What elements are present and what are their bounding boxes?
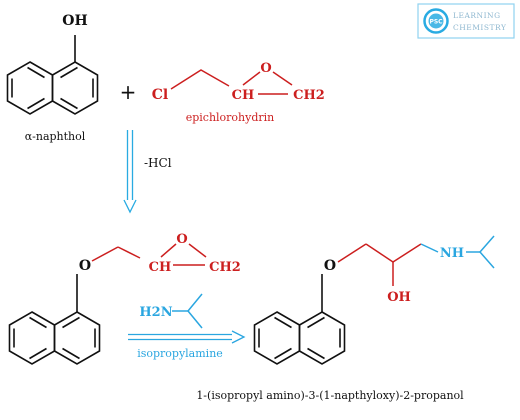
intermediate-naphthalene-rings — [8, 311, 101, 365]
epoxide-bond-right — [272, 71, 293, 86]
learning-chemistry-logo: PSC Learning Chemistry — [417, 3, 515, 39]
logo-circle-icon — [423, 8, 449, 34]
logo-line2: Chemistry — [453, 23, 507, 32]
product-ether-oxygen: O — [324, 258, 336, 274]
hcl-byproduct-label: -HCl — [144, 156, 172, 170]
alpha-naphthol-structure: OH — [6, 13, 99, 115]
logo-badge: PSC — [429, 19, 443, 26]
isopropylamine-structure — [172, 293, 203, 329]
product-structure — [253, 235, 495, 365]
step2-arrow — [128, 330, 246, 344]
product-hydroxyl-label: OH — [387, 290, 411, 305]
alpha-naphthol-name: α-naphthol — [25, 130, 86, 143]
chain-bonds — [170, 69, 230, 90]
intermediate-epoxide-oxygen: O — [176, 232, 187, 247]
logo-line1: Learning — [453, 11, 501, 20]
ch2-label: CH2 — [293, 88, 325, 103]
intermediate-ch2-label: CH2 — [209, 260, 241, 275]
product-cn-bond — [420, 243, 439, 253]
epichlorohydrin-structure — [170, 69, 293, 95]
isopropylamine-name: isopropylamine — [137, 347, 223, 360]
step1-arrow — [123, 130, 137, 214]
epoxide-bond-left — [242, 71, 261, 86]
epichlorohydrin-name: epichlorohydrin — [186, 111, 275, 124]
naphthalene-rings — [6, 61, 99, 115]
epoxide-oxygen-label: O — [260, 61, 271, 76]
product-naphthalene-rings — [253, 311, 346, 365]
product-name: 1-(isopropyl amino)-3-(1-napthyloxy)-2-p… — [196, 389, 464, 402]
chlorine-label: Cl — [152, 87, 168, 103]
intermediate-ether-oxygen: O — [79, 258, 91, 274]
logo-circle-inner — [428, 13, 444, 29]
ch-label: CH — [232, 88, 255, 103]
hydroxyl-label: OH — [62, 13, 87, 29]
intermediate-ch-label: CH — [149, 260, 172, 275]
plus-sign: + — [120, 80, 137, 104]
product-nh-label: NH — [440, 246, 464, 261]
amine-label: H2N — [139, 305, 172, 320]
intermediate-structure — [8, 243, 207, 365]
